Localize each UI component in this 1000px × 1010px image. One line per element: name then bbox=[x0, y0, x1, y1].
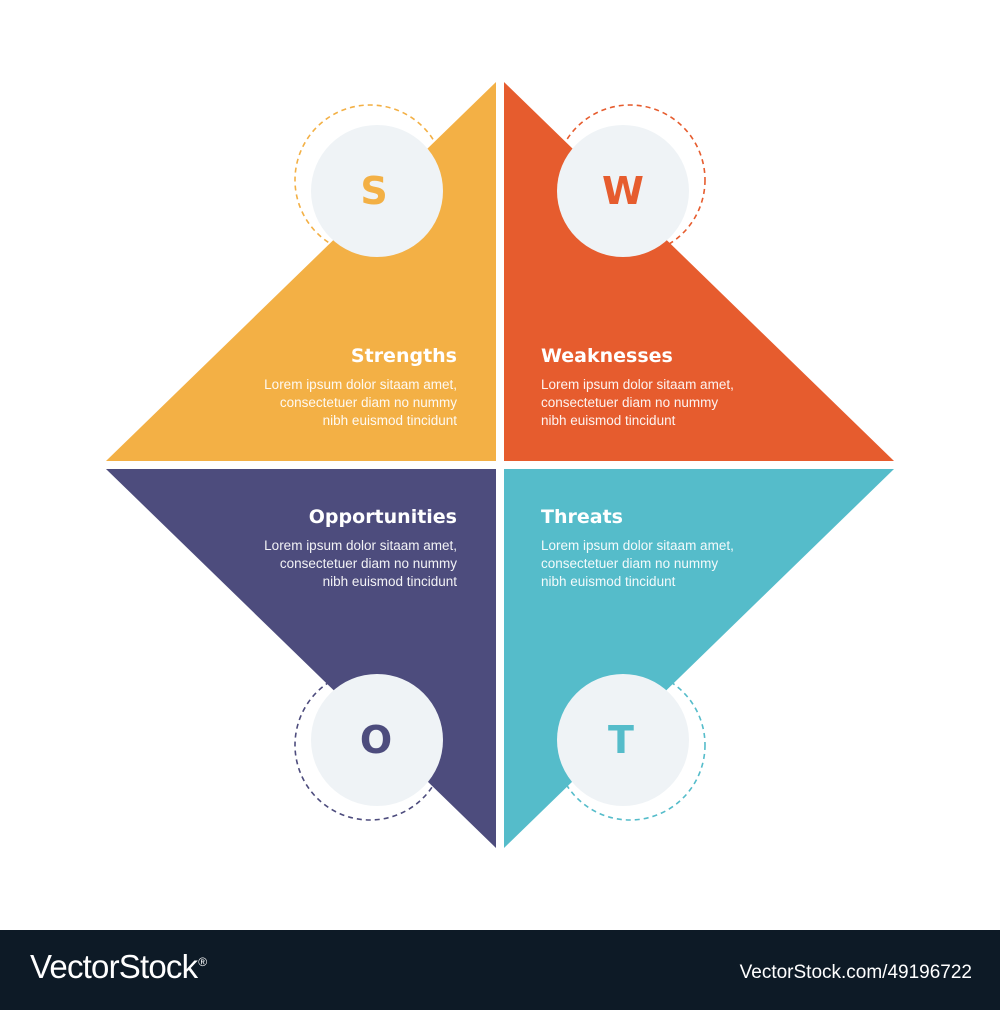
registered-mark: ® bbox=[198, 955, 207, 969]
footer-url-id[interactable]: VectorStock.com/49196722 bbox=[739, 962, 972, 983]
strengths-desc-line-2: consectetuer diam no nummy bbox=[280, 395, 457, 410]
weaknesses-title: Weaknesses bbox=[541, 345, 673, 367]
strengths-desc-line-1: Lorem ipsum dolor sitaam amet, bbox=[264, 377, 457, 392]
opportunities-letter-circle bbox=[311, 674, 443, 806]
strengths-letter: S bbox=[360, 169, 387, 213]
weaknesses-desc-line-2: consectetuer diam no nummy bbox=[541, 395, 718, 410]
threats-title: Threats bbox=[541, 506, 623, 528]
weaknesses-desc-line-1: Lorem ipsum dolor sitaam amet, bbox=[541, 377, 734, 392]
opportunities-title: Opportunities bbox=[309, 506, 457, 528]
vectorstock-logo: VectorStock® bbox=[30, 948, 207, 986]
threats-letter-circle bbox=[557, 674, 689, 806]
strengths-title: Strengths bbox=[351, 345, 457, 367]
opportunities-desc-line-1: Lorem ipsum dolor sitaam amet, bbox=[264, 538, 457, 553]
weaknesses-letter: W bbox=[602, 169, 644, 213]
threats-desc-line-2: consectetuer diam no nummy bbox=[541, 556, 718, 571]
vectorstock-logo-text: VectorStock bbox=[30, 948, 198, 985]
strengths-letter-circle bbox=[311, 125, 443, 257]
footer-bar: VectorStock® VectorStock.com/49196722 bbox=[0, 930, 1000, 1010]
weaknesses-desc-line-3: nibh euismod tincidunt bbox=[541, 413, 676, 428]
opportunities-desc-line-2: consectetuer diam no nummy bbox=[280, 556, 457, 571]
opportunities-desc-line-3: nibh euismod tincidunt bbox=[323, 574, 458, 589]
threats-desc-line-3: nibh euismod tincidunt bbox=[541, 574, 676, 589]
strengths-desc-line-3: nibh euismod tincidunt bbox=[323, 413, 458, 428]
weaknesses-letter-circle bbox=[557, 125, 689, 257]
swot-graphic: S W O T Strengths Lorem ipsum dolor sita… bbox=[106, 82, 894, 848]
threats-letter: T bbox=[608, 718, 634, 762]
opportunities-letter: O bbox=[360, 718, 392, 762]
threats-desc-line-1: Lorem ipsum dolor sitaam amet, bbox=[541, 538, 734, 553]
